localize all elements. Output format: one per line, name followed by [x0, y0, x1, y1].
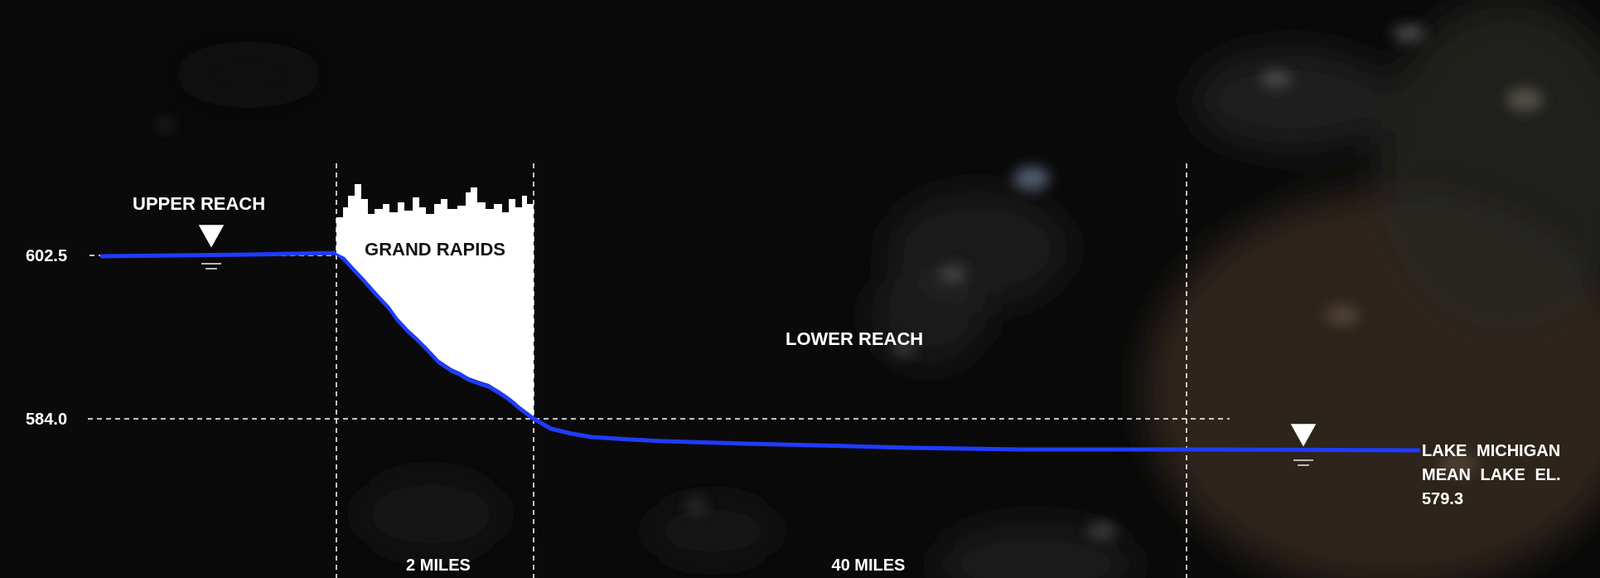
skyline-fill [336, 183, 534, 416]
elevation-lines [87, 255, 1230, 419]
elevation-value: 584.0 [25, 407, 68, 430]
water-level-symbol [1291, 424, 1315, 465]
reach-dividers [336, 163, 1187, 578]
reach-name: LOWER REACH [785, 328, 924, 350]
reach-name: UPPER REACH [132, 193, 266, 215]
water-level-symbol [199, 225, 223, 269]
distance-label: 2 MILES [406, 553, 471, 576]
distance-label: 40 MILES [831, 553, 906, 576]
elevation-value: 602.5 [25, 244, 68, 266]
skyline-shape [336, 178, 534, 419]
elevation-line [87, 417, 1230, 420]
city-region: GRAND RAPIDS [336, 178, 534, 419]
city-name: GRAND RAPIDS [364, 238, 506, 261]
water-surface-profile [101, 252, 1419, 450]
city-glow [174, 0, 1600, 578]
lake-level-note: LAKE MICHIGAN MEAN LAKE EL. 579.3 [1421, 438, 1576, 511]
divider-line [1185, 163, 1188, 578]
